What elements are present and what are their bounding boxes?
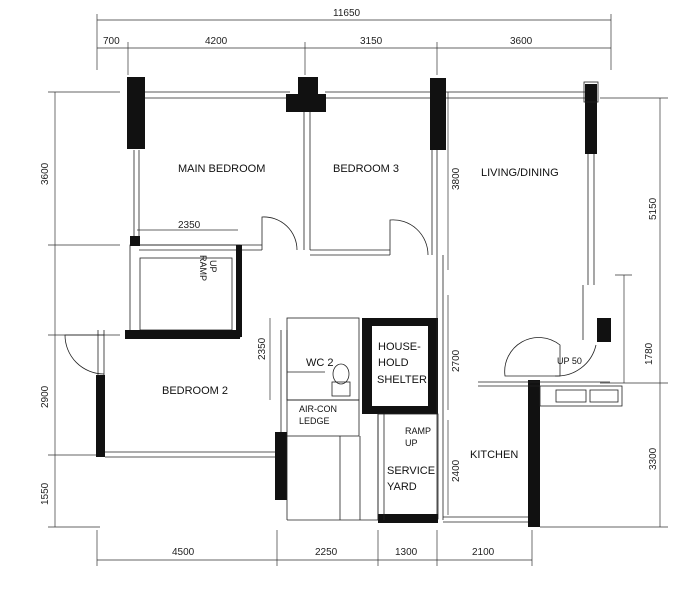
dim-bottom-seg-4: 2100	[472, 547, 495, 558]
bedroom2-label: BEDROOM 2	[162, 385, 228, 397]
main-bedroom-label: MAIN BEDROOM	[178, 163, 265, 175]
dim-bottom-seg-1: 4500	[172, 547, 195, 558]
living-dining-label: LIVING/DINING	[481, 167, 559, 179]
doors	[64, 216, 597, 377]
shelter-label-2: HOLD	[378, 357, 409, 369]
up-label-yard: UP	[405, 438, 418, 448]
dim-left-2: 2900	[40, 385, 51, 408]
shelter-label-1: HOUSE-	[378, 341, 421, 353]
up50-label: UP 50	[557, 356, 582, 366]
dim-right-inner: 1780	[644, 342, 655, 365]
dim-top-seg-3: 3150	[360, 36, 383, 47]
wc2-label: WC 2	[306, 357, 334, 369]
shelter-label-3: SHELTER	[377, 374, 427, 386]
ramp-label-yard: RAMP	[405, 426, 431, 436]
dimension-lines	[48, 14, 668, 566]
dim-living-height: 3800	[451, 167, 462, 190]
ramp-label-bath: RAMP	[198, 255, 208, 281]
dim-wc-height: 2350	[257, 337, 268, 360]
service-yard-label-2: YARD	[387, 481, 417, 493]
walls	[96, 77, 623, 527]
dim-bottom-seg-2: 2250	[315, 547, 338, 558]
service-yard-label-1: SERVICE	[387, 465, 435, 477]
dim-bottom-seg-3: 1300	[395, 547, 418, 558]
kitchen-label: KITCHEN	[470, 449, 518, 461]
dim-right-2: 3300	[648, 447, 659, 470]
aircon-ledge-label-1: AIR-CON	[299, 404, 337, 414]
bedroom3-label: BEDROOM 3	[333, 163, 399, 175]
dim-top-seg-1: 700	[103, 36, 120, 47]
toilet-fixture	[331, 363, 351, 397]
dim-left-1: 3600	[40, 162, 51, 185]
dim-top-seg-4: 3600	[510, 36, 533, 47]
dim-left-3: 1550	[40, 482, 51, 505]
dim-top-seg-2: 4200	[205, 36, 228, 47]
dim-right-1: 5150	[648, 197, 659, 220]
up-label-bath: UP	[208, 260, 218, 273]
dim-corridor-height: 2700	[451, 349, 462, 372]
dim-bedroom2-width: 2350	[178, 220, 201, 231]
dim-top-total: 11650	[333, 8, 361, 19]
aircon-ledge-label-2: LEDGE	[299, 416, 330, 426]
dim-yard-height: 2400	[451, 459, 462, 482]
